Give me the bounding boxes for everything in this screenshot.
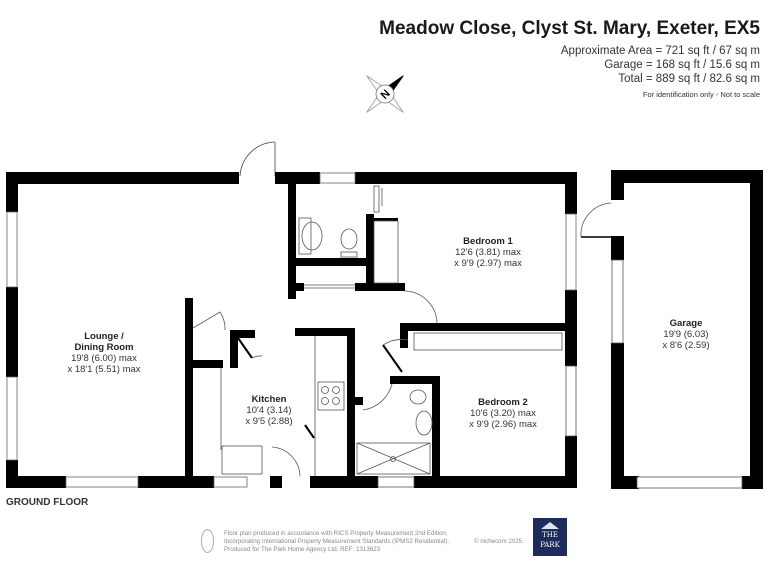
washbasin-icon (298, 217, 312, 255)
kitchen-walls (193, 328, 378, 488)
room-label-lounge: Lounge / Dining Room 19'8 (6.00) max x 1… (67, 331, 141, 375)
property-title: Meadow Close, Clyst St. Mary, Exeter, EX… (379, 18, 760, 39)
wardrobe (373, 220, 399, 284)
garage-fixtures (580, 202, 743, 489)
garage-area: Garage = 168 sq ft / 15.6 sq m (604, 59, 760, 71)
bedroom1-walls (275, 172, 577, 365)
copyright: © nichecom 2025. (474, 538, 524, 545)
total-area: Total = 889 sq ft / 82.6 sq m (618, 73, 760, 85)
kitchen-fixtures (192, 311, 345, 477)
lounge-windows (6, 211, 248, 488)
bedroom2-fixtures (356, 332, 577, 488)
wardrobe (413, 332, 563, 351)
toilet-icon (340, 228, 358, 250)
lounge-walls (6, 172, 239, 488)
info-person-icon (201, 529, 214, 553)
room-label-garage: Garage 19'9 (6.03) x 8'6 (2.59) (662, 318, 710, 351)
footer-notice: Floor plan produced in accordance with R… (224, 530, 449, 553)
toilet-icon (409, 389, 427, 405)
house-icon (541, 522, 559, 529)
approximate-area: Approximate Area = 721 sq ft / 67 sq m (560, 45, 760, 57)
room-label-kitchen: Kitchen 10'4 (3.14) x 9'5 (2.88) (245, 394, 293, 427)
scale-note: For identification only - Not to scale (642, 90, 760, 99)
hob-icon (317, 381, 345, 411)
garage-walls (611, 170, 763, 489)
bedroom1-windows (319, 172, 577, 291)
agency-logo: THE PARK (533, 518, 567, 556)
sink-icon (221, 445, 263, 475)
compass-north-icon: N (366, 75, 404, 113)
entrance-door (239, 141, 276, 177)
bedroom2-walls (355, 323, 577, 488)
room-label-bedroom-2: Bedroom 2 10'6 (3.20) max x 9'9 (2.96) m… (469, 397, 537, 430)
washbasin-icon (415, 410, 433, 436)
room-label-bedroom-1: Bedroom 1 12'6 (3.81) max x 9'9 (2.97) m… (454, 236, 522, 269)
shower-icon (356, 442, 431, 475)
floor-label: GROUND FLOOR (6, 497, 89, 508)
